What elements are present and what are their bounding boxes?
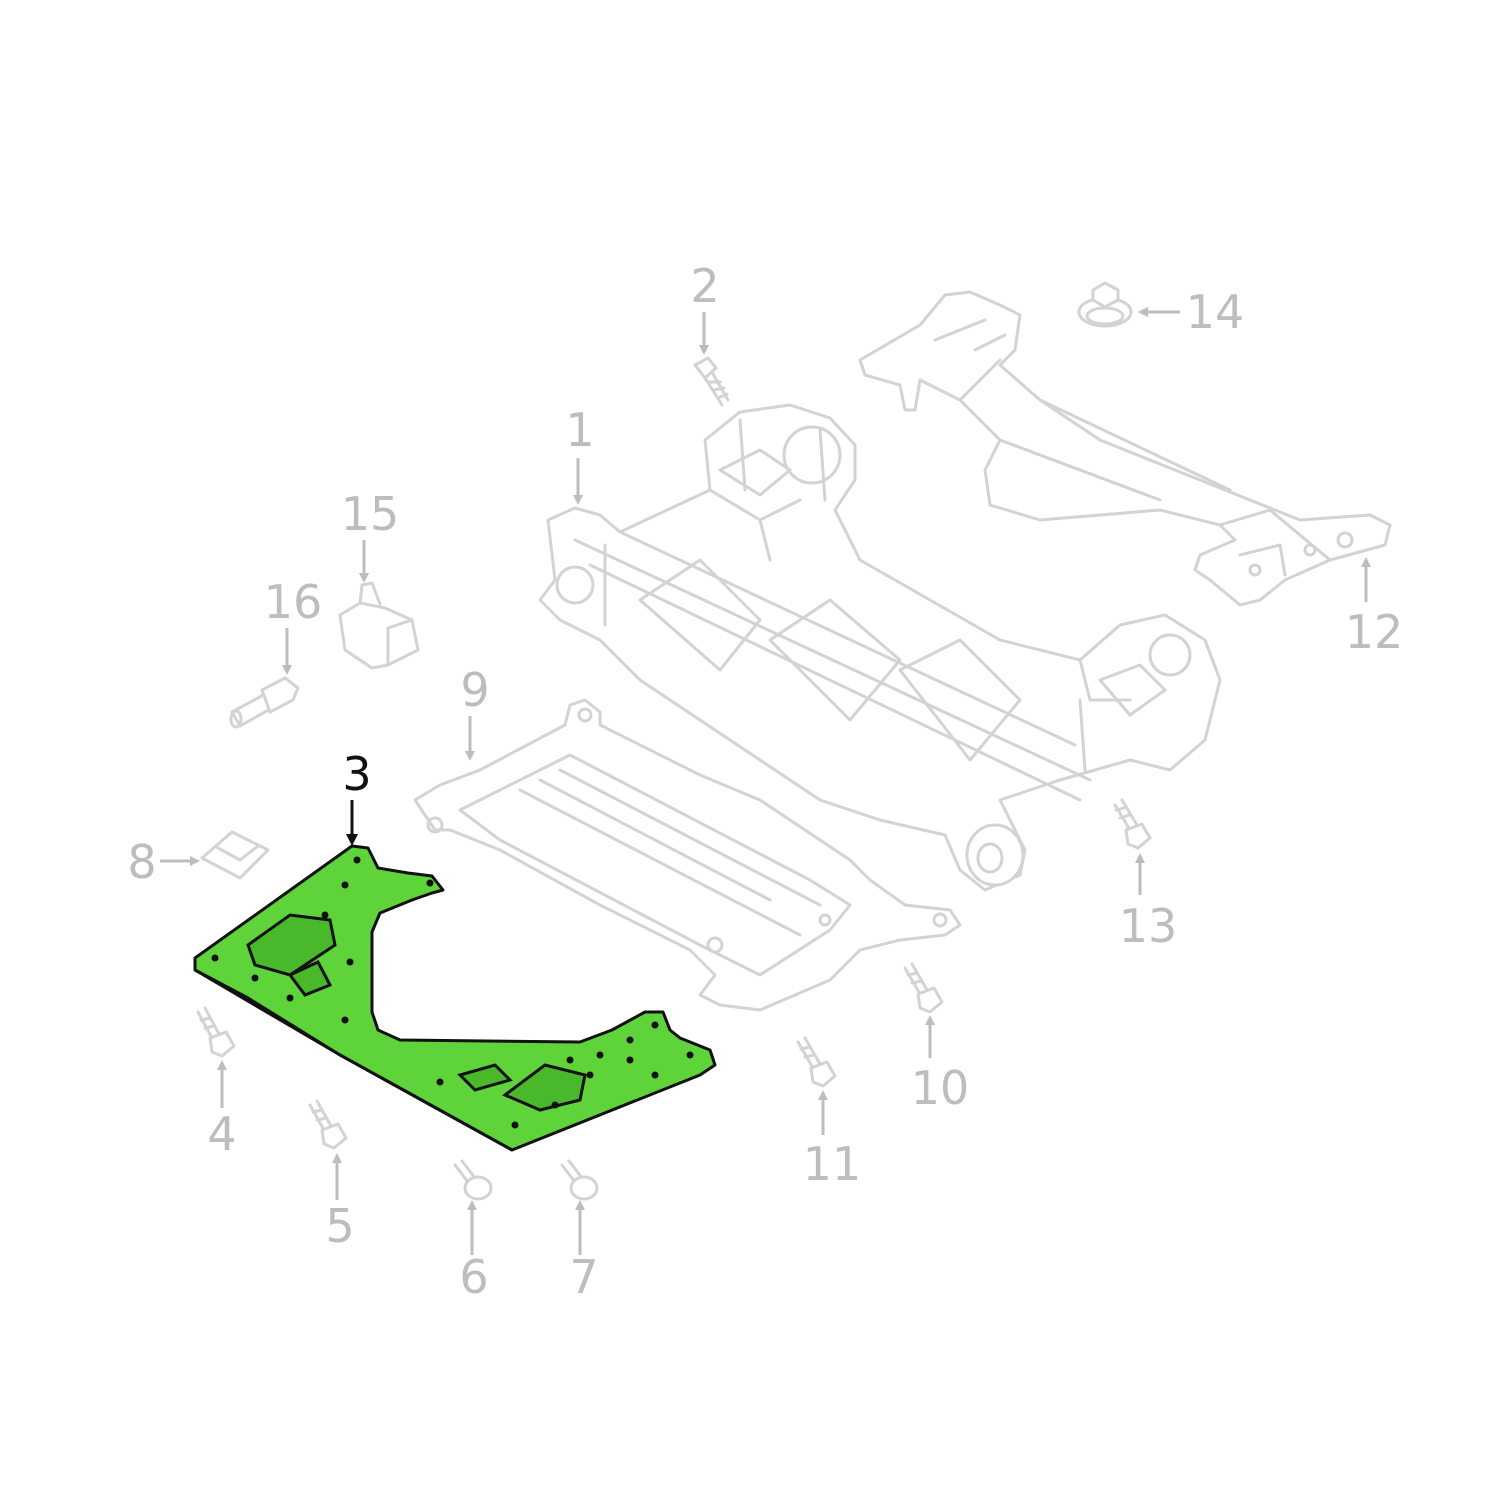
- part-9-shield-plate[interactable]: [413, 698, 962, 1012]
- callout-10[interactable]: 10: [911, 1061, 970, 1115]
- part-11-bolt[interactable]: [796, 1036, 837, 1088]
- callout-2[interactable]: 2: [690, 259, 719, 313]
- part-4-bolt[interactable]: [196, 1006, 236, 1058]
- part-10-bolt[interactable]: [903, 962, 944, 1014]
- callout-6[interactable]: 6: [459, 1250, 488, 1304]
- callout-3[interactable]: 3: [342, 747, 371, 801]
- callout-8[interactable]: 8: [127, 835, 156, 889]
- callout-labels: 1 2 3 4 5 6 7 8 9 10 11 12 13 14 15 16: [127, 259, 1403, 1304]
- callout-9[interactable]: 9: [460, 663, 489, 717]
- part-12-crossmember[interactable]: [858, 290, 1392, 607]
- callout-7[interactable]: 7: [569, 1250, 598, 1304]
- callout-5[interactable]: 5: [325, 1199, 354, 1253]
- callout-14[interactable]: 14: [1186, 285, 1245, 339]
- callout-13[interactable]: 13: [1119, 899, 1178, 953]
- callout-1[interactable]: 1: [565, 403, 594, 457]
- part-16-pin[interactable]: [229, 676, 300, 729]
- part-15-bracket[interactable]: [338, 581, 420, 670]
- callout-4[interactable]: 4: [207, 1107, 236, 1161]
- callout-11[interactable]: 11: [803, 1137, 862, 1191]
- part-3-reinforcement-plate[interactable]: [193, 844, 717, 1152]
- part-5-bolt[interactable]: [308, 1099, 348, 1150]
- part-2-bolt[interactable]: [693, 356, 730, 407]
- callout-12[interactable]: 12: [1345, 605, 1404, 659]
- part-1-subframe[interactable]: [538, 403, 1222, 892]
- part-6-bolt[interactable]: [453, 1159, 493, 1201]
- part-14-nut[interactable]: [1077, 281, 1133, 328]
- leader-lines: [160, 307, 1371, 1255]
- part-13-bolt[interactable]: [1113, 798, 1152, 850]
- part-7-bolt[interactable]: [560, 1159, 599, 1201]
- callout-15[interactable]: 15: [341, 487, 400, 541]
- callout-16[interactable]: 16: [264, 575, 323, 629]
- part-8-clip[interactable]: [200, 830, 270, 880]
